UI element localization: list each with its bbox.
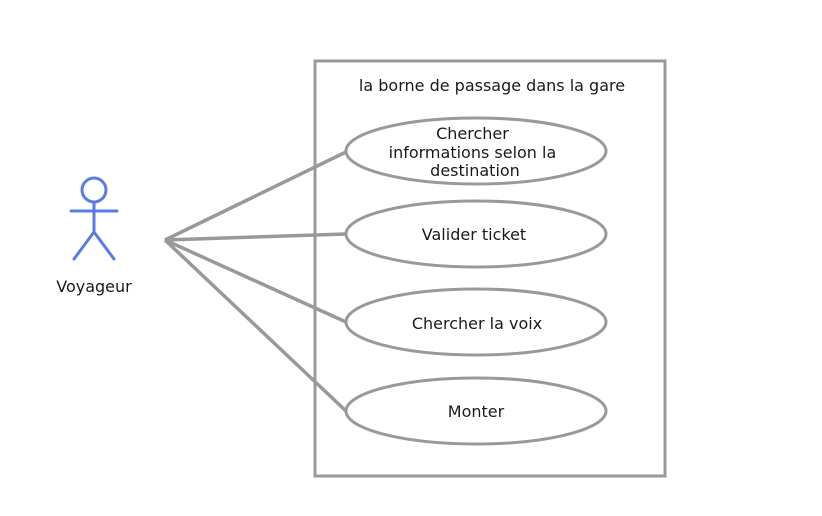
use-case-label: Chercher informations selon la destinati… bbox=[389, 124, 562, 180]
use-case-4[interactable]: Monter bbox=[344, 376, 608, 446]
actor-right-leg bbox=[92, 230, 116, 261]
use-case-ellipse bbox=[344, 116, 608, 186]
actor-left-leg bbox=[72, 230, 96, 261]
system-boundary bbox=[313, 59, 667, 478]
use-case-label: Valider ticket bbox=[422, 225, 526, 244]
actor-name: Voyageur bbox=[56, 277, 132, 296]
use-case-label: Chercher la voix bbox=[412, 314, 542, 333]
actor-head bbox=[80, 176, 108, 204]
use-case-label-line: Chercher bbox=[436, 124, 509, 143]
use-case-label-line: informations selon la bbox=[389, 143, 557, 162]
association-line-3 bbox=[164, 238, 347, 324]
associations bbox=[163, 150, 348, 413]
use-case-3[interactable]: Chercher la voix bbox=[344, 287, 608, 357]
actor-figure-icon[interactable] bbox=[69, 176, 119, 261]
system-title: la borne de passage dans la gare bbox=[359, 76, 625, 95]
use-case-1[interactable]: Chercher informations selon la destinati… bbox=[344, 116, 608, 186]
association-line-1 bbox=[164, 150, 347, 242]
use-case-label: Monter bbox=[448, 402, 505, 421]
use-case-label-line: destination bbox=[430, 161, 520, 180]
use-case-2[interactable]: Valider ticket bbox=[344, 199, 608, 269]
association-line-4 bbox=[163, 238, 348, 413]
use-case-ellipse bbox=[344, 287, 608, 357]
use-case-ellipse bbox=[344, 199, 608, 269]
association-line-2 bbox=[164, 232, 347, 242]
use-case-ellipse bbox=[344, 376, 608, 446]
